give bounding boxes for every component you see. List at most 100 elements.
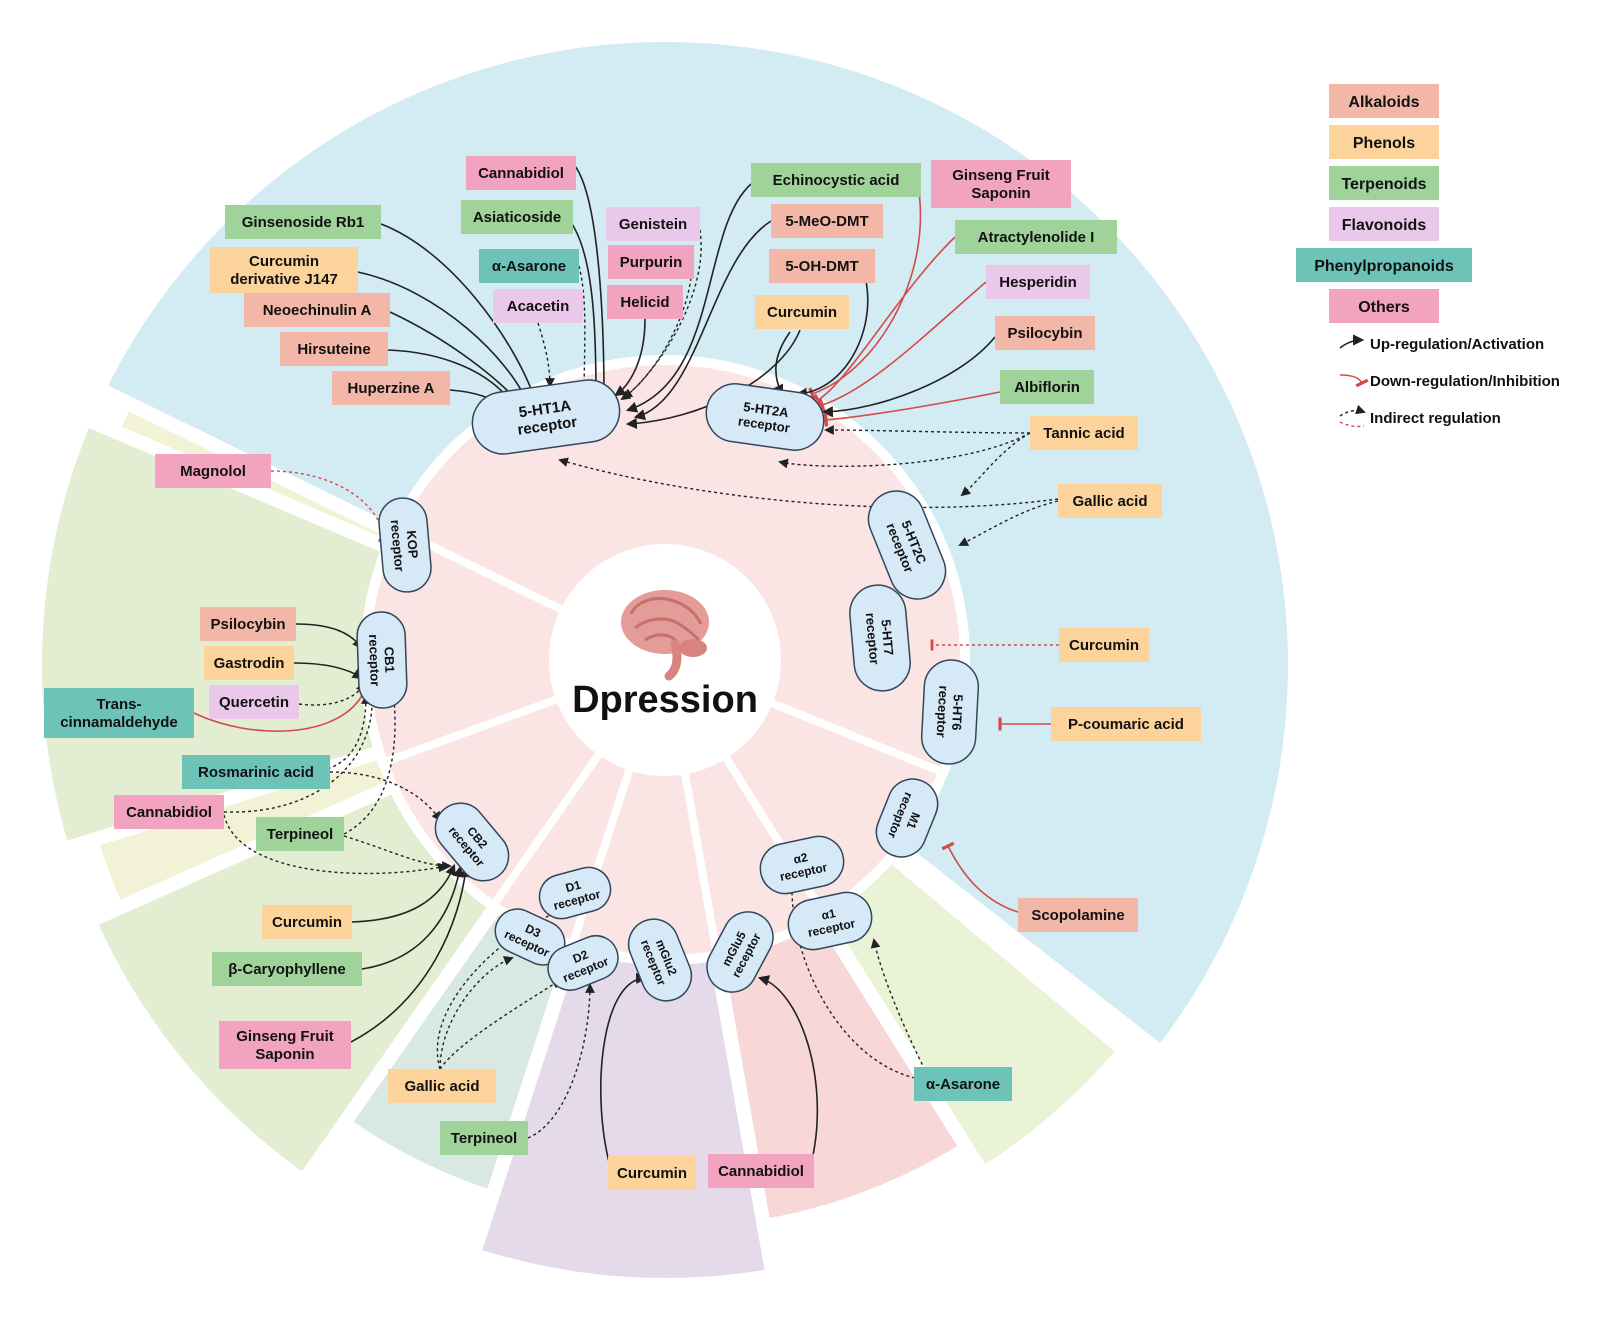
indirect-arrow (329, 771, 442, 822)
activation-arrow (600, 972, 648, 1174)
compound-label: Saponin (971, 185, 1030, 202)
compound-c_psilocybin_left: Psilocybin (200, 607, 296, 641)
compound-box (479, 249, 579, 283)
receptor-label: α1 (820, 906, 837, 923)
compound-label: Curcumin (767, 304, 837, 321)
activation-arrow (357, 271, 530, 407)
receptor-pill (867, 490, 947, 600)
receptor-label: 5-HT2A (742, 399, 790, 420)
receptor-label: D3 (523, 921, 543, 940)
compound-label: Terpineol (451, 1130, 517, 1147)
center-circle (549, 544, 781, 776)
receptor-pill (356, 611, 408, 709)
ring-divider (486, 747, 606, 913)
compound-label: Psilocybin (1007, 325, 1082, 342)
receptor-label: D2 (571, 947, 591, 966)
ring-divider (719, 751, 831, 921)
compound-c_caryophyllene: β-Caryophyllene (212, 952, 362, 986)
compound-label: Cannabidiol (718, 1163, 804, 1180)
legend-swatch (1329, 84, 1439, 118)
legend-item-phenols: Phenols (1329, 125, 1439, 159)
compound-c_curcumin_top: Curcumin (755, 295, 849, 329)
compound-label: Magnolol (180, 463, 246, 480)
compound-c_5meodmt: 5-MeO-DMT (771, 204, 883, 238)
compound-c_cannabidiol_bottom: Cannabidiol (708, 1154, 814, 1188)
legend-item-phenylpropanoids: Phenylpropanoids (1296, 248, 1472, 282)
compound-box (262, 905, 352, 939)
compound-c_trans: Trans-cinnamaldehyde (44, 688, 194, 738)
receptor-label: receptor (934, 685, 952, 738)
compound-box (606, 207, 700, 241)
legend-label: Alkaloids (1348, 94, 1419, 111)
legend-label: Others (1358, 299, 1410, 316)
indirect-inhibition-arrow (270, 470, 390, 542)
indirect-arrow-icon (1339, 404, 1366, 417)
compound-label: Huperzine A (348, 380, 435, 397)
compound-box (751, 163, 921, 197)
indirect-arrow (958, 500, 1059, 546)
compound-label: Ginseng Fruit (952, 167, 1050, 184)
indirect-arrow (778, 432, 1031, 469)
receptor-label: receptor (366, 634, 383, 687)
compound-c_cannabidiol_left: Cannabidiol (114, 795, 224, 829)
compound-c_neoechinulin: Neoechinulin A (244, 293, 390, 327)
compound-box (155, 454, 271, 488)
compound-c_hirsuteine: Hirsuteine (280, 332, 388, 366)
receptor-label: CB1 (381, 646, 397, 673)
legend-swatch (1329, 166, 1439, 200)
receptor-pill (849, 584, 911, 692)
compound-box (280, 332, 388, 366)
legend-swatch (1329, 289, 1439, 323)
compound-box (986, 265, 1090, 299)
receptor-pill (706, 911, 774, 993)
compound-label: Gallic acid (1072, 493, 1147, 510)
compound-label: Hesperidin (999, 274, 1077, 291)
page-title: Dpression (572, 679, 758, 721)
indirect-inhibition-icon (1339, 421, 1365, 428)
compound-c_tannic: Tannic acid (1030, 416, 1138, 450)
compound-box (1030, 416, 1138, 450)
compound-box (114, 795, 224, 829)
compound-label: Genistein (619, 216, 687, 233)
indirect-arrow (223, 814, 448, 875)
compound-label: Saponin (255, 1046, 314, 1063)
legend-label: Phenylpropanoids (1314, 258, 1454, 275)
compound-label: α-Asarone (492, 258, 566, 275)
indirect-arrow (870, 938, 926, 1071)
compound-c_terpineol_left: Terpineol (256, 817, 344, 851)
compound-label: cinnamaldehyde (60, 714, 178, 731)
compound-label: Curcumin (617, 1165, 687, 1182)
legend-arrow-label: Down-regulation/Inhibition (1370, 373, 1560, 390)
compound-label: Neoechinulin A (263, 302, 372, 319)
compound-label: Curcumin (272, 914, 342, 931)
compound-label: Psilocybin (210, 616, 285, 633)
compound-c_cannabidiol_top: Cannabidiol (466, 156, 576, 190)
receptor-label: M1 (904, 810, 923, 831)
compound-c_rosmarinic: Rosmarinic acid (182, 755, 330, 789)
compound-c_acacetin: Acacetin (493, 289, 583, 323)
indirect-arrow (622, 265, 693, 399)
activation-arrow (361, 865, 464, 970)
center-hub: Dpression (549, 544, 781, 776)
indirect-arrow (558, 457, 1059, 509)
compound-label: Quercetin (219, 694, 289, 711)
compound-box (200, 607, 296, 641)
compound-box (256, 817, 344, 851)
compound-box (210, 247, 358, 293)
receptor-pill (471, 379, 621, 455)
receptors: 5-HT1Areceptor5-HT2Areceptor5-HT2Crecept… (356, 379, 980, 1002)
compound-label: Cannabidiol (478, 165, 564, 182)
legend-label: Phenols (1353, 135, 1415, 152)
compound-c_huperzine: Huperzine A (332, 371, 450, 405)
receptor-pill (875, 778, 939, 858)
compound-label: derivative J147 (230, 271, 338, 288)
